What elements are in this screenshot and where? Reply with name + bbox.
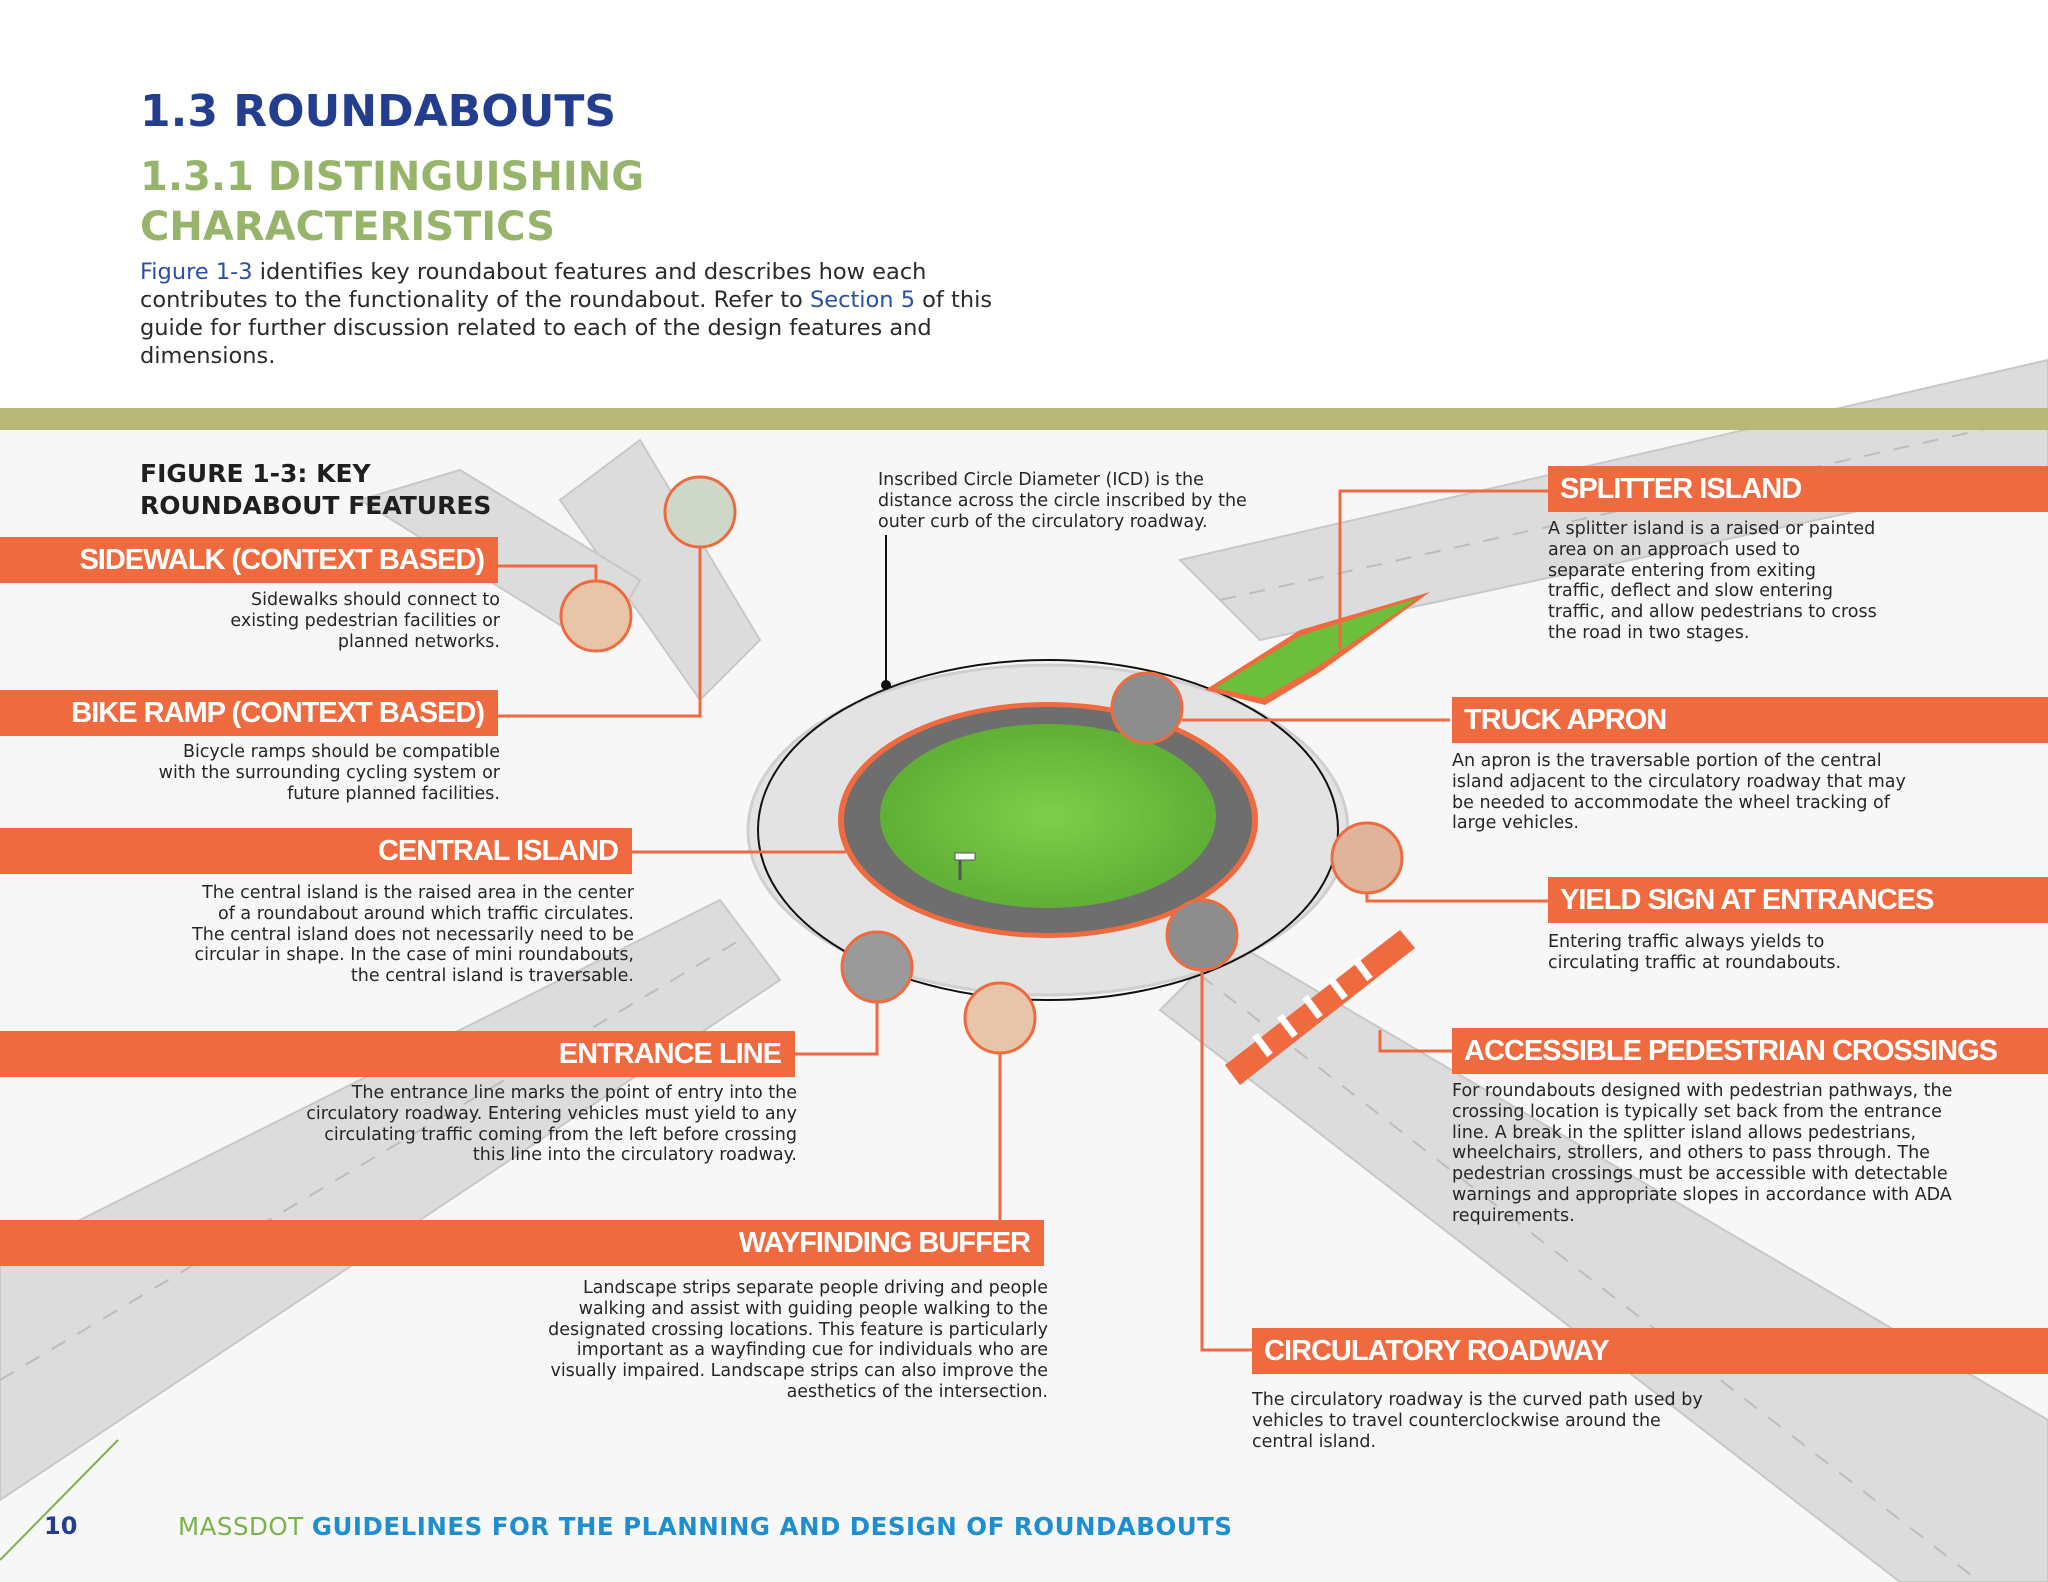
ped-crossings-title: ACCESSIBLE PEDESTRIAN CROSSINGS [1452,1028,2048,1074]
figure-title: FIGURE 1-3: KEY ROUNDABOUT FEATURES [140,459,492,520]
footer-title: MASSDOT GUIDELINES FOR THE PLANNING AND … [178,1512,1233,1541]
section-title: 1.3 ROUNDABOUTS [140,86,617,137]
page-number: 10 [44,1512,78,1540]
intro-text-1: identifies key roundabout features and d… [140,259,927,313]
yield-sign-detail-circle [1330,821,1404,895]
divider-band [0,408,2048,430]
yield-sign-title: YIELD SIGN AT ENTRANCES [1548,877,2048,923]
section-link[interactable]: Section 5 [809,287,916,313]
circulatory-roadway-title: CIRCULATORY ROADWAY [1252,1328,2048,1374]
bike-ramp-detail-circle [663,475,737,549]
truck-apron-text: An apron is the traversable portion of t… [1452,751,1906,834]
sidewalk-title: SIDEWALK (CONTEXT BASED) [0,537,498,583]
bike-ramp-title: BIKE RAMP (CONTEXT BASED) [0,690,498,736]
wayfinding-detail-circle [963,981,1037,1055]
subsection-title: 1.3.1 DISTINGUISHING CHARACTERISTICS [140,154,645,250]
splitter-island-text: A splitter island is a raised or painted… [1548,519,1877,643]
wayfinding-buffer-title: WAYFINDING BUFFER [0,1220,1044,1266]
figure-link[interactable]: Figure 1-3 [140,259,253,285]
splitter-island-title: SPLITTER ISLAND [1548,466,2048,512]
wayfinding-buffer-text: Landscape strips separate people driving… [548,1278,1048,1402]
yield-sign-text: Entering traffic always yields to circul… [1548,932,1842,973]
central-island-text: The central island is the raised area in… [192,883,634,987]
entrance-line-title: ENTRANCE LINE [0,1031,795,1077]
circulatory-roadway-detail-circle [1165,898,1239,972]
ped-crossings-text: For roundabouts designed with pedestrian… [1452,1081,1953,1226]
central-island-title: CENTRAL ISLAND [0,828,632,874]
circulatory-roadway-text: The circulatory roadway is the curved pa… [1252,1390,1703,1452]
entrance-line-detail-circle [840,930,914,1004]
intro-paragraph: Figure 1-3 identifies key roundabout fea… [140,258,1000,370]
bike-ramp-text: Bicycle ramps should be compatible with … [158,742,500,804]
truck-apron-title: TRUCK APRON [1452,697,2048,743]
sidewalk-text: Sidewalks should connect to existing ped… [230,590,500,652]
footer-guide-title: GUIDELINES FOR THE PLANNING AND DESIGN O… [311,1512,1233,1541]
icd-circle [757,659,1339,1001]
icd-note: Inscribed Circle Diameter (ICD) is the d… [878,470,1247,532]
footer-org: MASSDOT [178,1512,312,1541]
central-island-graphic [880,724,1216,908]
sidewalk-detail-circle [559,579,633,653]
truck-apron-detail-circle [1110,671,1184,745]
entrance-line-text: The entrance line marks the point of ent… [306,1083,797,1166]
intro-text-2: of this guide for further discussion rel… [140,287,993,369]
